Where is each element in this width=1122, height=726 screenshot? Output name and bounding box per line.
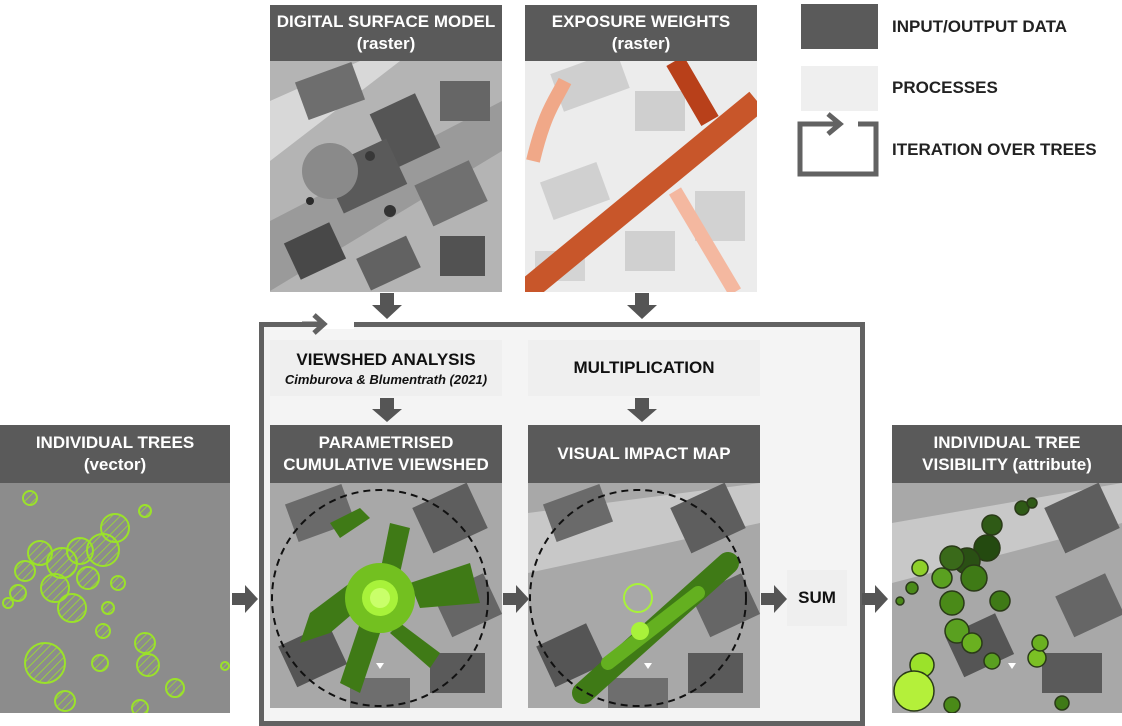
multiplication-process: MULTIPLICATION xyxy=(528,340,760,396)
arrow-down-icon xyxy=(627,398,657,422)
exposure-subtitle: (raster) xyxy=(611,34,671,53)
legend-iteration-icon xyxy=(797,112,879,177)
dsm-header: DIGITAL SURFACE MODEL (raster) xyxy=(270,5,502,61)
exposure-header: EXPOSURE WEIGHTS (raster) xyxy=(525,5,757,61)
sum-process: SUM xyxy=(787,570,847,626)
tree-visibility-line2: VISIBILITY (attribute) xyxy=(922,455,1092,474)
arrow-right-icon xyxy=(862,585,888,613)
viewshed-analysis-process: VIEWSHED ANALYSIS Cimburova & Blumentrat… xyxy=(270,340,502,396)
legend-process-label: PROCESSES xyxy=(892,78,998,97)
arrow-right-icon xyxy=(232,585,258,613)
trees-header: INDIVIDUAL TREES (vector) xyxy=(0,425,230,483)
tree-visibility-image xyxy=(892,483,1122,713)
legend-process-swatch xyxy=(801,66,878,111)
multiplication-title: MULTIPLICATION xyxy=(573,358,715,377)
iteration-loop-gap xyxy=(320,320,354,329)
legend-iteration-label: ITERATION OVER TREES xyxy=(892,140,1097,159)
tree-visibility-header: INDIVIDUAL TREE VISIBILITY (attribute) xyxy=(892,425,1122,483)
arrow-down-icon xyxy=(627,293,657,319)
cumulative-viewshed-line1: PARAMETRISED xyxy=(318,433,454,452)
cumulative-viewshed-line2: CUMULATIVE VIEWSHED xyxy=(283,455,489,474)
trees-subtitle: (vector) xyxy=(83,455,147,474)
viewshed-title: VIEWSHED ANALYSIS xyxy=(296,349,476,369)
visual-impact-image xyxy=(528,483,760,708)
cumulative-viewshed-header: PARAMETRISED CUMULATIVE VIEWSHED xyxy=(270,425,502,483)
sum-title: SUM xyxy=(798,588,836,607)
arrow-right-icon xyxy=(503,585,529,613)
legend-data-label: INPUT/OUTPUT DATA xyxy=(892,17,1068,36)
viewshed-reference: Cimburova & Blumentrath (2021) xyxy=(284,371,488,387)
visual-impact-header: VISUAL IMPACT MAP xyxy=(528,425,760,483)
tree-visibility-line1: INDIVIDUAL TREE xyxy=(933,433,1081,452)
dsm-title: DIGITAL SURFACE MODEL xyxy=(276,12,496,31)
arrow-right-icon xyxy=(761,585,787,613)
cumulative-viewshed-image xyxy=(270,483,502,708)
arrow-down-icon xyxy=(372,398,402,422)
iteration-arrow-icon xyxy=(302,313,328,335)
trees-title: INDIVIDUAL TREES xyxy=(35,433,195,452)
dsm-raster-image xyxy=(270,61,502,292)
legend-data-swatch xyxy=(801,4,878,49)
exposure-raster-image xyxy=(525,61,757,292)
exposure-title: EXPOSURE WEIGHTS xyxy=(551,12,731,31)
arrow-down-icon xyxy=(372,293,402,319)
visual-impact-title: VISUAL IMPACT MAP xyxy=(557,444,731,463)
trees-vector-image xyxy=(0,483,230,713)
dsm-subtitle: (raster) xyxy=(356,34,416,53)
